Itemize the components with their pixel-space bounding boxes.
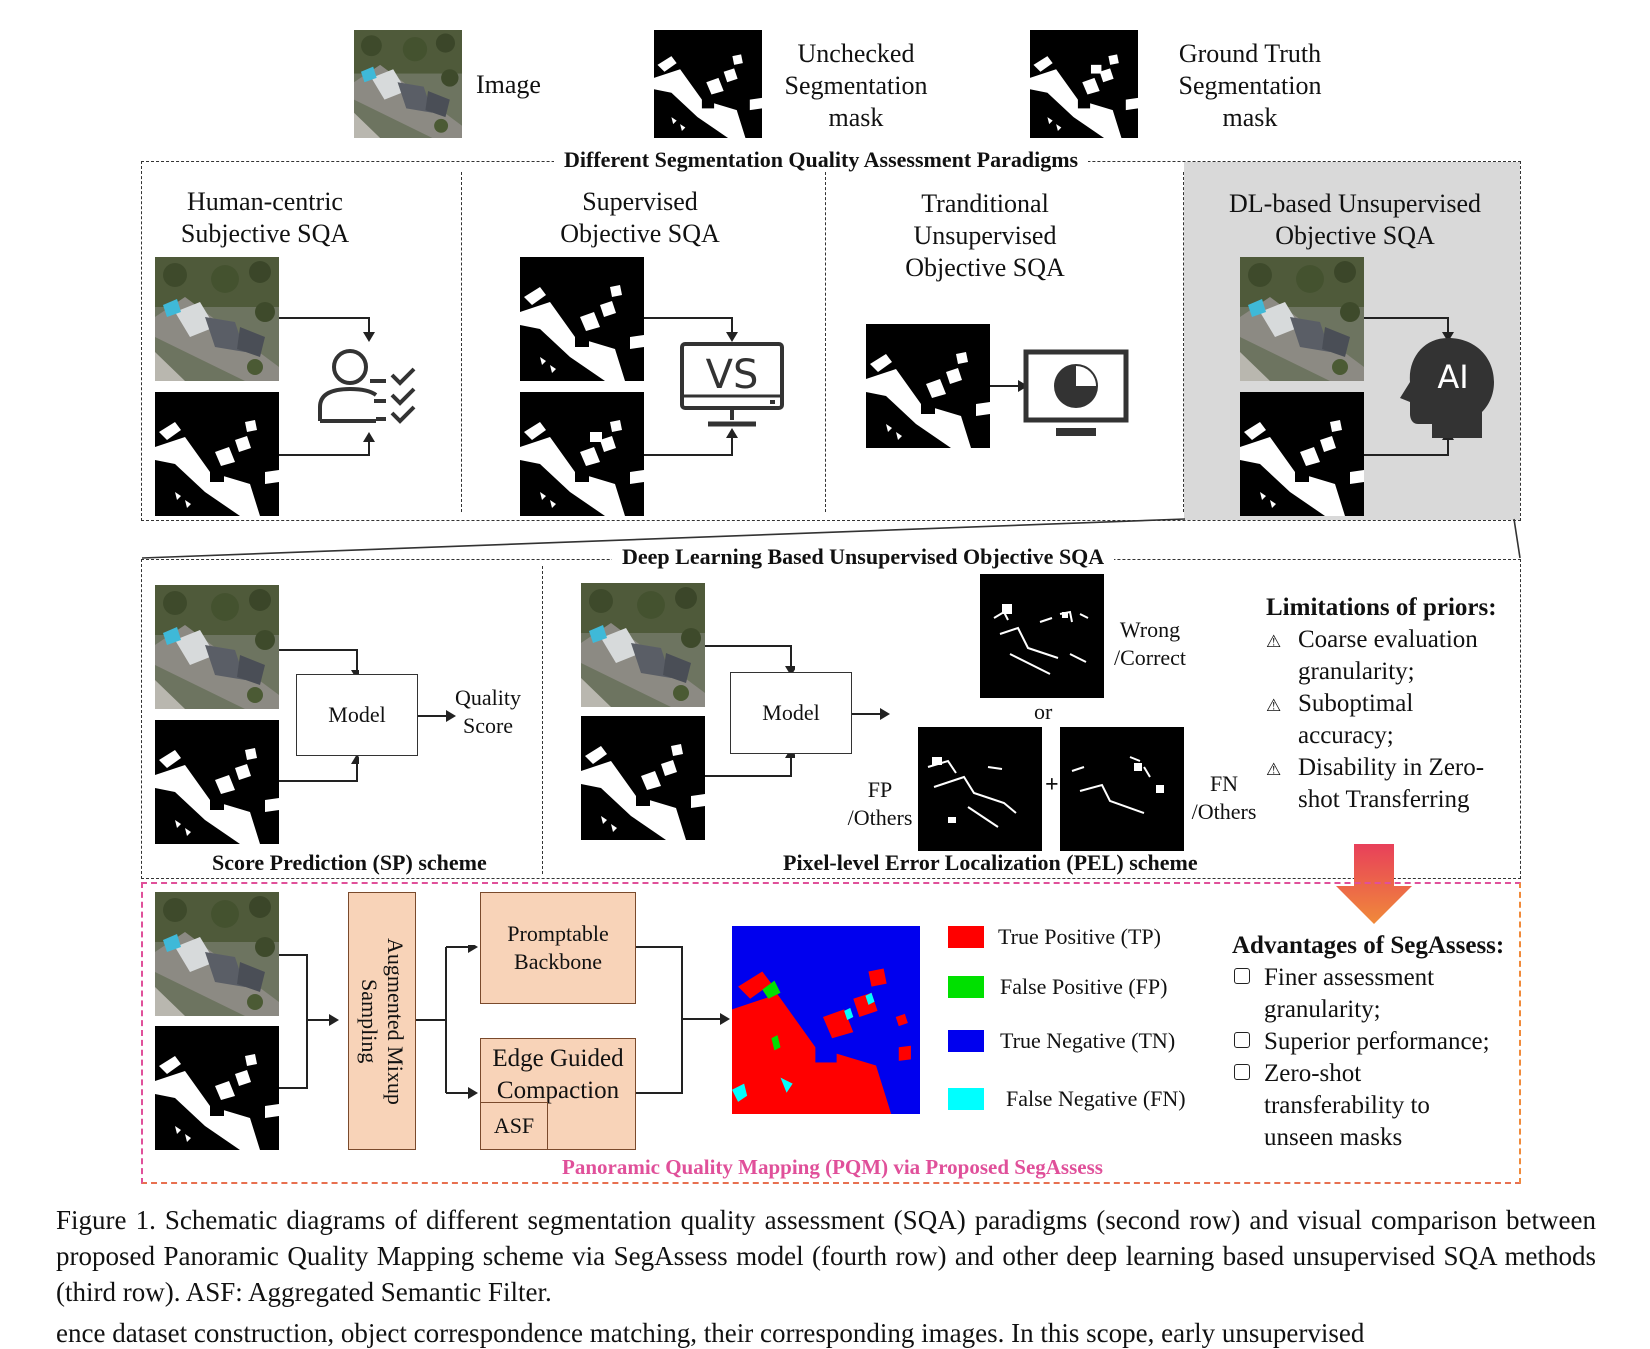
tn-swatch [948, 1030, 984, 1052]
sp-image-thumb [155, 585, 279, 709]
legend-image-label: Image [476, 70, 541, 99]
human-mask-thumb [155, 392, 279, 516]
warning-icon: ⚠ [1266, 632, 1282, 651]
thumbs-up-icon [1234, 968, 1250, 984]
pie-monitor-icon [1023, 349, 1129, 436]
vs-text: VS [706, 352, 759, 398]
legend-unchecked-label: Unchecked Segmentation mask [784, 39, 928, 132]
paradigm-divider-3 [1183, 172, 1184, 512]
dl-divider [542, 566, 543, 874]
paradigm-divider-1 [461, 172, 462, 512]
fp-map [918, 727, 1042, 851]
zoom-lines [141, 518, 1521, 559]
sp-mask-thumb [155, 720, 279, 844]
fn-label: False Negative (FN) [1006, 1086, 1186, 1111]
advantage-item: Superior performance; [1230, 1026, 1520, 1058]
traditional-mask-thumb [866, 324, 990, 448]
tn-label: True Negative (TN) [1000, 1028, 1176, 1053]
legend-image-thumb [354, 30, 462, 138]
or-label: or [1034, 699, 1053, 724]
ai-text: AI [1437, 358, 1468, 396]
legend-unchecked-mask-thumb [654, 30, 762, 138]
merge-arrows [636, 946, 730, 1094]
plus-sign: + [1045, 772, 1059, 798]
tp-label: True Positive (TP) [998, 924, 1161, 949]
paradigm-divider-2 [825, 172, 826, 512]
fn-swatch [948, 1088, 984, 1110]
pqm-footer: Panoramic Quality Mapping (PQM) via Prop… [562, 1155, 1103, 1179]
limitations-title: Limitations of priors: [1266, 594, 1497, 621]
fn-map [1060, 727, 1184, 851]
fp-swatch [948, 976, 984, 998]
mixup-sampling-box: Augmented Mixup Sampling [348, 892, 416, 1150]
sp-caption: Score Prediction (SP) scheme [212, 850, 487, 875]
legend-gt-label: Ground Truth Segmentation mask [1178, 39, 1322, 132]
sampling-branch-arrows [416, 945, 478, 1099]
pel-mask-thumb [581, 716, 705, 840]
human-image-thumb [155, 257, 279, 381]
pqm-image-thumb [155, 892, 279, 1016]
fn-others-label: FN/Others [1191, 771, 1257, 824]
wrong-correct-label: Wrong/Correct [1113, 617, 1187, 670]
sp-output-arrow [418, 710, 456, 722]
dl-section-title: Deep Learning Based Unsupervised Objecti… [612, 544, 1115, 570]
supervised-mask-thumb-2 [520, 392, 644, 516]
legend-gt-mask-thumb [1030, 30, 1138, 138]
down-arrow-icon [1336, 844, 1412, 924]
wrong-correct-map [980, 574, 1104, 698]
person-checklist-icon [318, 349, 416, 424]
traditional-arrow [990, 380, 1028, 392]
vs-monitor-icon: VS [680, 342, 784, 427]
warning-icon: ⚠ [1266, 696, 1282, 715]
pqm-frame [141, 882, 1521, 1184]
ai-head-icon: AI [1400, 338, 1494, 438]
pqm-mask-thumb [155, 1026, 279, 1150]
pqm-input-arrows [279, 954, 339, 1089]
fp-label: False Positive (FP) [1000, 974, 1168, 999]
pqm-output-map [732, 926, 920, 1114]
figure-caption: Figure 1. Schematic diagrams of differen… [56, 1205, 1596, 1307]
advantages-title: Advantages of SegAssess: [1232, 932, 1505, 959]
dl-image-thumb [1240, 257, 1364, 381]
pel-model-box: Model [730, 672, 852, 754]
thumbs-up-icon [1234, 1032, 1250, 1048]
pel-output-arrow [852, 708, 890, 720]
thumbs-up-icon [1234, 1064, 1250, 1080]
pel-image-thumb [581, 583, 705, 707]
supervised-arrows [644, 317, 738, 456]
tp-swatch [948, 926, 984, 948]
supervised-mask-thumb-1 [520, 257, 644, 381]
warning-icon: ⚠ [1266, 760, 1282, 779]
sp-model-box: Model [296, 674, 418, 756]
pel-caption: Pixel-level Error Localization (PEL) sch… [783, 850, 1198, 875]
asf-box: ASF [480, 1102, 548, 1150]
fp-others-label: FP/Others [847, 777, 913, 830]
limitation-item: ⚠ Disability in Zero-shot Transferring [1266, 754, 1485, 813]
human-arrows [279, 317, 375, 456]
dl-mask-thumb [1240, 392, 1364, 516]
paradigms-title: Different Segmentation Quality Assessmen… [554, 147, 1089, 173]
